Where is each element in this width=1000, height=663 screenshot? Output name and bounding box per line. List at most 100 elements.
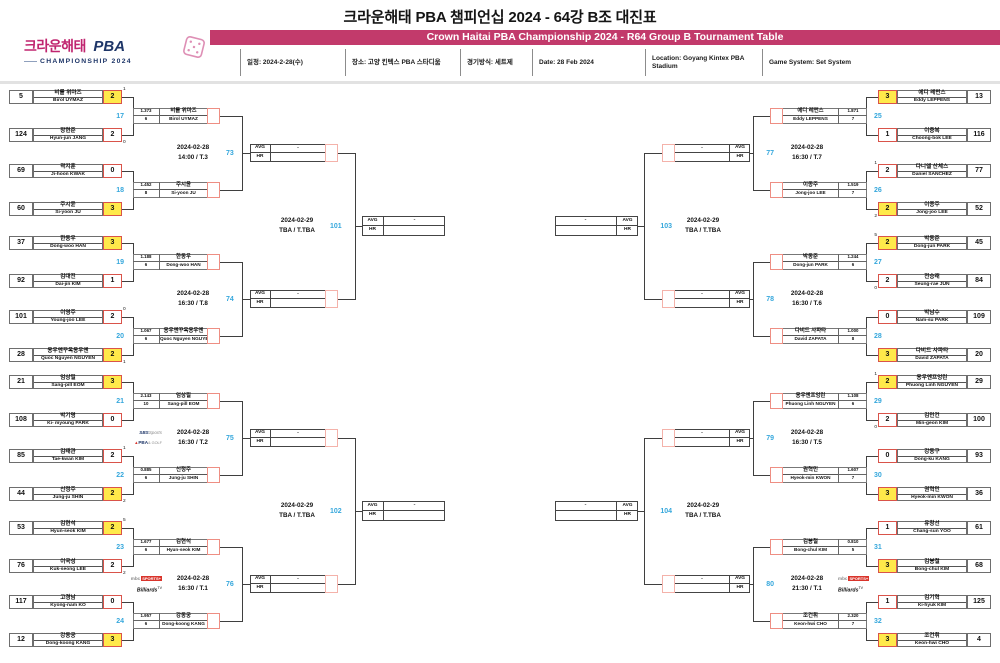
connector-line — [867, 281, 878, 282]
advance-name-kr: 김봉철 — [783, 539, 838, 547]
score-cell: 0 — [103, 413, 122, 427]
match-time: 16:30 / T.6 — [792, 300, 822, 307]
match-date: 2024-02-29 — [686, 217, 720, 224]
hr-label: HR — [256, 300, 264, 305]
shootout-score: 2 — [874, 214, 877, 219]
slot-values: - — [271, 290, 325, 308]
hr-label: HR — [369, 227, 376, 232]
connector-line — [242, 153, 250, 154]
match-number: 77 — [766, 150, 774, 157]
shootout-score: 1 — [123, 446, 126, 451]
connector-line — [867, 420, 878, 421]
connector-line — [644, 584, 662, 585]
match-number: 17 — [116, 113, 124, 120]
player-name-kr: 권혁민 — [898, 487, 966, 495]
hr-placeholder — [271, 299, 325, 306]
score-cell: 0 — [103, 595, 122, 609]
info-gamesystem-en: Game System: Set System — [762, 49, 882, 76]
next-score-cell — [770, 254, 783, 270]
match-number: 80 — [766, 581, 774, 588]
connector-line — [122, 640, 134, 641]
advance-name-en: Jong-joo LEE — [795, 190, 826, 195]
hr-stat: 7 — [851, 116, 855, 121]
score-cell: 3 — [103, 236, 122, 250]
avg-label: AVG — [362, 501, 383, 511]
hr-stat: 7 — [851, 190, 855, 195]
avg-label: AVG — [250, 144, 270, 153]
score-cell: 0 — [878, 449, 897, 463]
player-name-en: Hyun-seok KIM — [50, 529, 86, 534]
info-schedule-kr: 일정: 2024-2-28(수) — [240, 49, 345, 76]
connector-line — [644, 153, 662, 154]
match-number: 76 — [226, 581, 234, 588]
hr-label: HR — [736, 439, 744, 444]
avg-stat: 0.810 — [839, 539, 867, 547]
match-time: 16:30 / T.1 — [178, 585, 208, 592]
connector-line — [867, 382, 878, 383]
advance-name-kr: 신정주 — [160, 467, 207, 475]
hr-placeholder — [384, 226, 445, 234]
next-score-cell — [770, 328, 783, 344]
player-name-kr: 고경남 — [34, 595, 102, 603]
connector-line — [638, 226, 645, 227]
pba-golf-logo-part: ▲ — [134, 440, 139, 445]
score-cell: 1 — [878, 521, 897, 535]
advance-name-kr: 권혁민 — [783, 467, 838, 475]
hr-stat: 6 — [144, 262, 148, 267]
match-number: 25 — [874, 113, 882, 120]
mbc-sports-logo-part: SPORTS+ — [848, 576, 870, 581]
player-name-en: Min-geon KIM — [915, 421, 949, 426]
match-number: 75 — [226, 435, 234, 442]
hr-placeholder — [271, 153, 325, 160]
seed-number: 77 — [967, 164, 991, 178]
match-date: 2024-02-28 — [176, 290, 210, 297]
match-number: 78 — [766, 296, 774, 303]
connector-line — [867, 355, 878, 356]
next-score-cell — [207, 254, 220, 270]
next-score-cell — [770, 393, 783, 409]
avg-placeholder: - — [271, 290, 325, 299]
hr-placeholder — [384, 511, 445, 519]
connector-line — [122, 494, 134, 495]
seed-number: 5 — [9, 90, 33, 104]
header-divider — [0, 81, 1000, 84]
avg-placeholder: - — [271, 575, 325, 584]
info-format-kr: 경기방식: 세트제 — [460, 49, 532, 76]
hr-placeholder — [675, 584, 729, 591]
match-time: TBA / T.TBA — [279, 512, 315, 519]
player-name-en: Ki-hyuk KIM — [917, 603, 947, 608]
connector-line — [750, 438, 754, 439]
match-date: 2024-02-29 — [280, 502, 314, 509]
player-name-en: Seung-rae JUN — [914, 282, 950, 287]
sbs-sports-logo-part: Sports — [148, 430, 162, 435]
match-number: 21 — [116, 398, 124, 405]
slot-values: - — [384, 216, 445, 236]
player-name-kr: 엄상필 — [34, 375, 102, 383]
connector-line — [753, 190, 770, 191]
player-name-en: Dong-koong KANG — [45, 641, 91, 646]
connector-line — [644, 438, 662, 439]
avg-label: AVG — [250, 290, 270, 299]
